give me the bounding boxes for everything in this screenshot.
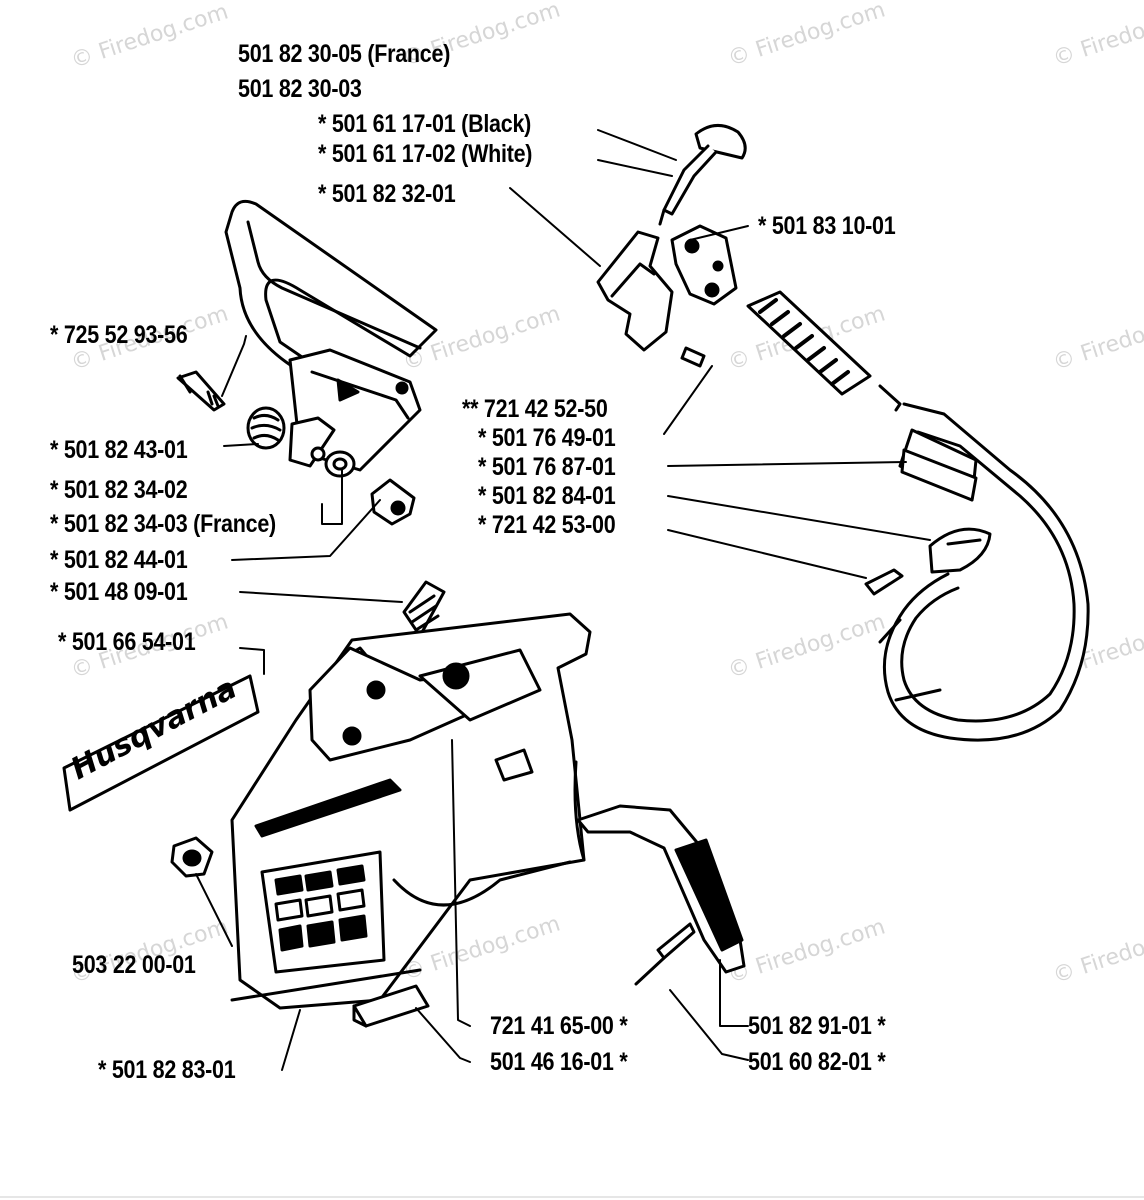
block-part: [670, 224, 738, 306]
part-label: * 501 82 34-02: [50, 476, 188, 504]
washer-part: [288, 416, 356, 478]
part-label: * 501 76 87-01: [478, 453, 616, 481]
part-label: 501 46 16-01 *: [490, 1048, 628, 1076]
part-label: * 501 48 09-01: [50, 578, 188, 606]
part-label: 501 82 91-01 *: [748, 1012, 886, 1040]
part-label: * 501 82 34-03 (France): [50, 510, 276, 538]
brake-spring-part: [746, 290, 902, 412]
part-label: * 501 83 10-01: [758, 212, 896, 240]
part-label: ** 721 42 52-50: [462, 395, 608, 423]
part-label: * 501 82 84-01: [478, 482, 616, 510]
part-label: * 501 61 17-01 (Black): [318, 110, 532, 138]
part-label: 503 22 00-01: [72, 951, 196, 979]
part-label: * 721 42 53-00: [478, 511, 616, 539]
bottom-divider: [0, 1196, 1144, 1198]
spring-part: [246, 406, 286, 450]
rubber-pad-part: [352, 984, 430, 1028]
brake-band-part: [864, 402, 1090, 742]
handle-part: [576, 804, 746, 986]
part-label: * 501 66 54-01: [58, 628, 196, 656]
bushing-part: [370, 478, 416, 526]
grommet-part: [170, 836, 214, 878]
brand-decal: [62, 674, 260, 812]
part-label: * 501 82 44-01: [50, 546, 188, 574]
part-label: * 501 61 17-02 (White): [318, 140, 533, 168]
part-label: * 501 82 32-01: [318, 180, 456, 208]
leader-lines: [195, 129, 931, 1063]
part-label: 721 41 65-00 *: [490, 1012, 628, 1040]
knob-part: [658, 124, 747, 226]
pin-part: [402, 580, 446, 638]
part-label: 501 82 30-03: [238, 75, 362, 103]
clutch-cover-part: [230, 612, 592, 1071]
part-label: * 725 52 93-56: [50, 321, 188, 349]
screw-part: [176, 370, 226, 412]
part-label: * 501 82 43-01: [50, 436, 188, 464]
part-label: * 501 82 83-01: [98, 1056, 236, 1084]
part-label: 501 82 30-05 (France): [238, 40, 451, 68]
part-label: * 501 76 49-01: [478, 424, 616, 452]
lever-part: [596, 230, 706, 368]
part-label: 501 60 82-01 *: [748, 1048, 886, 1076]
